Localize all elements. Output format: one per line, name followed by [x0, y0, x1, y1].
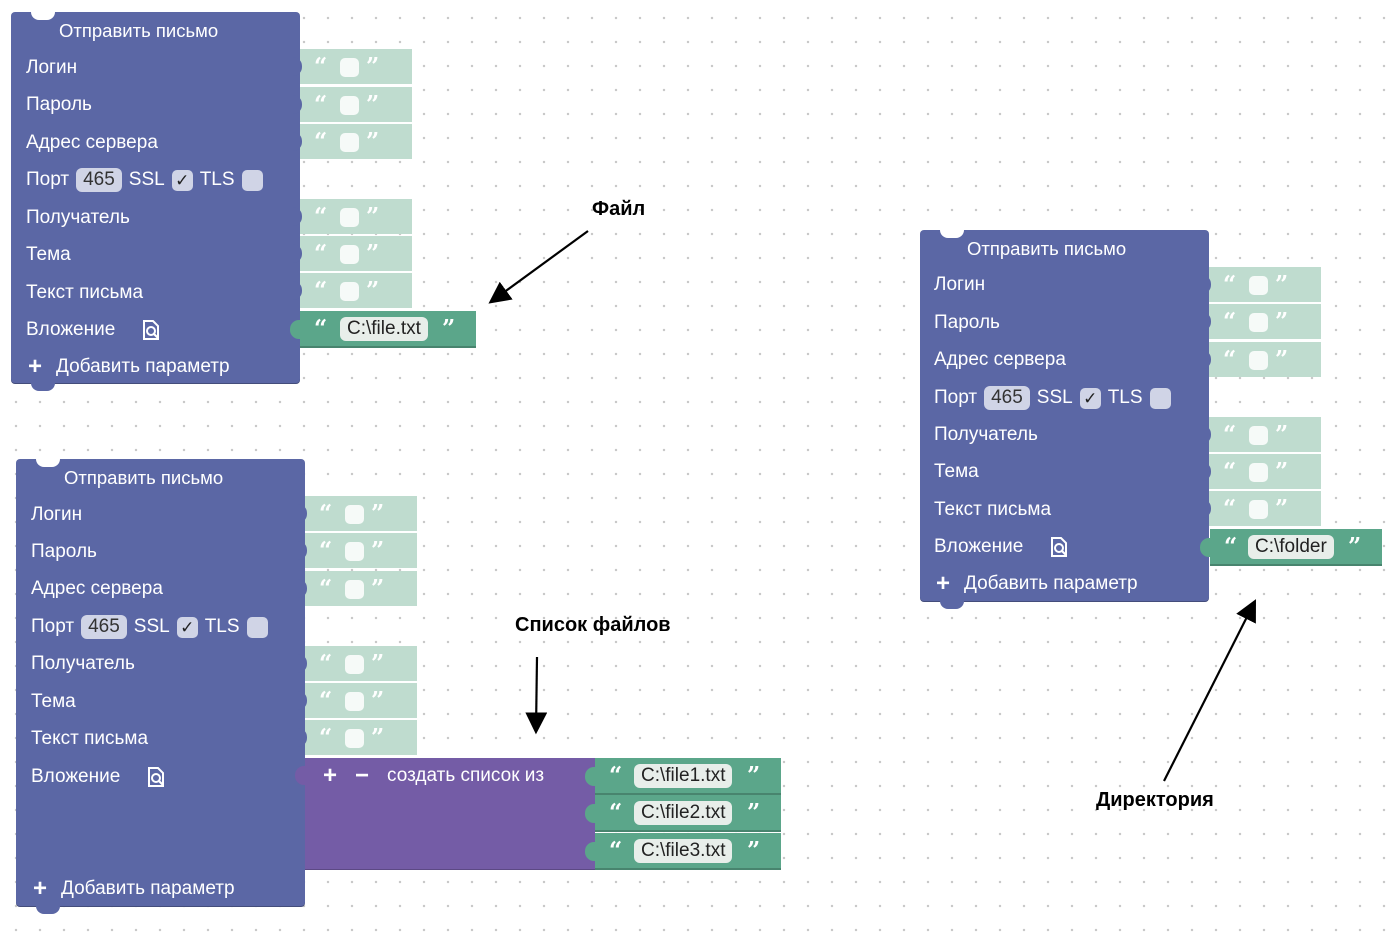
file-search-icon[interactable]: [1048, 536, 1070, 558]
server-socket[interactable]: “”: [1199, 342, 1321, 377]
attachment-label: Вложение: [31, 766, 121, 787]
annotation-file: Файл: [592, 198, 646, 220]
subject-socket[interactable]: “”: [295, 683, 417, 718]
send-email-block-1[interactable]: Отправить письмо Логин Пароль Адрес серв…: [11, 12, 300, 391]
ssl-label: SSL: [133, 616, 170, 637]
body-text-socket[interactable]: “”: [295, 720, 417, 755]
port-label: Порт: [934, 387, 978, 408]
add-parameter-button[interactable]: + Добавить параметр: [33, 877, 235, 901]
annotation-directory: Директория: [1096, 789, 1214, 811]
ssl-label: SSL: [1036, 387, 1073, 408]
subject-label: Тема: [31, 691, 76, 712]
attachment-label: Вложение: [26, 319, 116, 340]
tls-checkbox[interactable]: [246, 616, 268, 638]
plus-icon: +: [28, 353, 43, 380]
tls-label: TLS: [1107, 387, 1143, 408]
port-input[interactable]: 465: [81, 615, 127, 639]
login-label: Логин: [934, 274, 986, 295]
ssl-checkbox[interactable]: ✓: [1079, 387, 1101, 409]
list-item-string-block[interactable]: “ C:\file1.txt ”: [585, 758, 781, 795]
add-parameter-label: Добавить параметр: [964, 573, 1138, 594]
recipient-label: Получатель: [934, 424, 1038, 445]
plus-icon: +: [33, 875, 48, 902]
recipient-socket[interactable]: “”: [290, 199, 412, 234]
attachment-path-input[interactable]: C:\folder: [1248, 535, 1334, 559]
file-search-icon[interactable]: [145, 766, 167, 788]
port-label: Порт: [31, 616, 75, 637]
block-title: Отправить письмо: [967, 238, 1127, 259]
password-label: Пароль: [934, 312, 1000, 333]
tls-label: TLS: [199, 169, 235, 190]
list-item-string-block[interactable]: “ C:\file3.txt ”: [585, 833, 781, 870]
list-item-input[interactable]: C:\file1.txt: [634, 764, 733, 788]
list-add-item-button[interactable]: +: [323, 762, 338, 789]
password-label: Пароль: [26, 94, 92, 115]
block-title: Отправить письмо: [59, 20, 219, 41]
add-parameter-button[interactable]: + Добавить параметр: [936, 572, 1138, 596]
login-socket[interactable]: “”: [1199, 267, 1321, 302]
body-text-socket[interactable]: “”: [290, 273, 412, 308]
password-label: Пароль: [31, 541, 97, 562]
arrow-to-directory: [1163, 599, 1256, 782]
server-label: Адрес сервера: [31, 578, 163, 599]
recipient-label: Получатель: [31, 653, 135, 674]
recipient-socket[interactable]: “”: [1199, 417, 1321, 452]
attachment-string-block[interactable]: “ C:\file.txt ”: [290, 311, 476, 348]
server-label: Адрес сервера: [934, 349, 1066, 370]
port-row: Порт 465 SSL ✓ TLS: [31, 615, 268, 639]
plus-icon: +: [936, 570, 951, 597]
send-email-block-2[interactable]: Отправить письмо Логин Пароль Адрес серв…: [16, 459, 305, 914]
password-socket[interactable]: “”: [295, 533, 417, 568]
body-text-socket[interactable]: “”: [1199, 491, 1321, 526]
ssl-label: SSL: [128, 169, 165, 190]
file-search-icon[interactable]: [140, 319, 162, 341]
add-parameter-button[interactable]: + Добавить параметр: [28, 355, 230, 379]
add-parameter-label: Добавить параметр: [61, 878, 235, 899]
login-socket[interactable]: “”: [290, 49, 412, 84]
login-socket[interactable]: “”: [295, 496, 417, 531]
attachment-path-input[interactable]: C:\file.txt: [340, 317, 428, 341]
body-text-label: Текст письма: [934, 499, 1052, 520]
server-label: Адрес сервера: [26, 132, 158, 153]
password-socket[interactable]: “”: [1199, 304, 1321, 339]
list-item-input[interactable]: C:\file3.txt: [634, 839, 733, 863]
send-email-block-3[interactable]: Отправить письмо Логин Пароль Адрес серв…: [920, 230, 1209, 609]
tls-checkbox[interactable]: [1149, 387, 1171, 409]
port-input[interactable]: 465: [76, 168, 122, 192]
list-item-input[interactable]: C:\file2.txt: [634, 801, 733, 825]
create-list-label: создать список из: [387, 765, 545, 786]
server-socket[interactable]: “”: [295, 571, 417, 606]
subject-label: Тема: [26, 244, 71, 265]
recipient-label: Получатель: [26, 207, 130, 228]
subject-socket[interactable]: “”: [290, 236, 412, 271]
server-socket[interactable]: “”: [290, 124, 412, 159]
port-input[interactable]: 465: [984, 386, 1030, 410]
port-label: Порт: [26, 169, 70, 190]
tls-label: TLS: [204, 616, 240, 637]
port-row: Порт 465 SSL ✓ TLS: [934, 386, 1171, 410]
port-row: Порт 465 SSL ✓ TLS: [26, 168, 263, 192]
login-label: Логин: [31, 504, 83, 525]
arrow-to-file: [488, 230, 589, 304]
list-item-string-block[interactable]: “ C:\file2.txt ”: [585, 795, 781, 832]
create-list-block[interactable]: + − создать список из: [295, 758, 595, 870]
list-remove-item-button[interactable]: −: [355, 762, 370, 789]
login-label: Логин: [26, 57, 78, 78]
recipient-socket[interactable]: “”: [295, 646, 417, 681]
annotation-file-list: Список файлов: [515, 614, 671, 636]
ssl-checkbox[interactable]: ✓: [171, 169, 193, 191]
tls-checkbox[interactable]: [241, 169, 263, 191]
attachment-label: Вложение: [934, 536, 1024, 557]
password-socket[interactable]: “”: [290, 87, 412, 122]
ssl-checkbox[interactable]: ✓: [176, 616, 198, 638]
add-parameter-label: Добавить параметр: [56, 356, 230, 377]
body-text-label: Текст письма: [26, 282, 144, 303]
arrow-to-file-list: [525, 656, 548, 735]
block-title: Отправить письмо: [64, 467, 224, 488]
subject-socket[interactable]: “”: [1199, 454, 1321, 489]
subject-label: Тема: [934, 461, 979, 482]
body-text-label: Текст письма: [31, 728, 149, 749]
attachment-string-block[interactable]: “ C:\folder ”: [1200, 529, 1382, 566]
